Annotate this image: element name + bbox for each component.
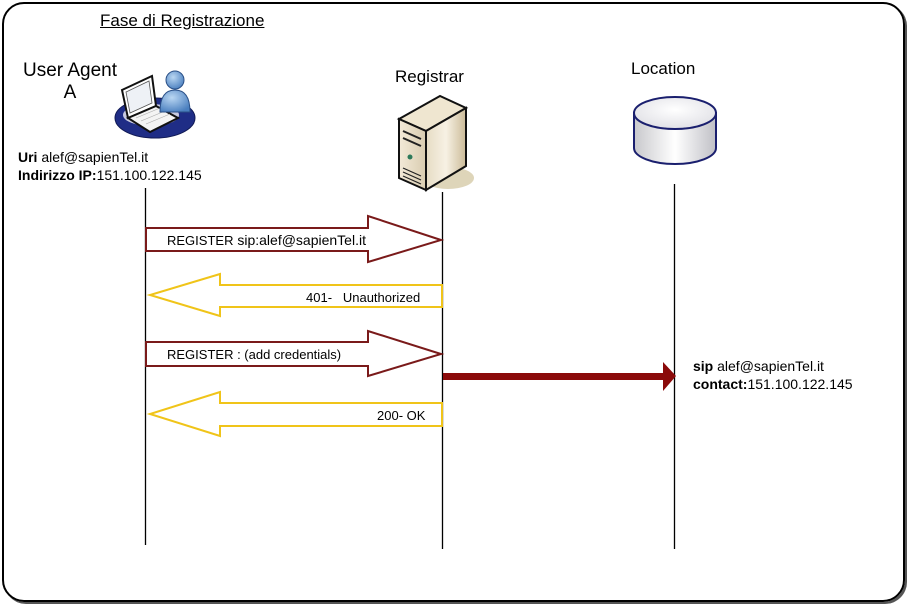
user-agent-label-line1: User Agent <box>23 60 117 81</box>
register-prefix: REGISTER <box>167 233 234 248</box>
user-agent-label: User Agent A <box>14 60 126 104</box>
server-icon <box>396 94 474 192</box>
ip-label: Indirizzo IP: <box>18 167 97 183</box>
unauthorized-response-arrow <box>146 272 443 318</box>
registrar-label: Registrar <box>395 67 464 86</box>
uri-value: alef@sapienTel.it <box>41 149 149 165</box>
ok-label: 200- OK <box>377 408 426 423</box>
store-arrow-shaft <box>443 373 665 380</box>
location-info: sip alef@sapienTel.it contact:151.100.12… <box>693 357 853 393</box>
unauthorized-label: 401- Unauthorized <box>306 290 421 305</box>
register-request-arrow <box>145 214 445 264</box>
register-credentials-label: REGISTER : (add credentials) <box>167 347 342 362</box>
contact-value: 151.100.122.145 <box>747 376 853 392</box>
contact-label: contact: <box>693 376 748 392</box>
user-agent-label-line2: A <box>63 82 77 103</box>
diagram-frame <box>2 2 905 602</box>
user-agent-uri: Uri alef@sapienTel.it <box>18 148 202 166</box>
location-label: Location <box>631 59 696 78</box>
sip-value: alef@sapienTel.it <box>717 358 824 374</box>
sip-label: sip <box>693 358 714 374</box>
user-agent-info: Uri alef@sapienTel.it Indirizzo IP:151.1… <box>18 148 202 184</box>
location-sip: sip alef@sapienTel.it <box>693 357 853 375</box>
database-icon <box>633 96 717 165</box>
ip-value: 151.100.122.145 <box>96 167 202 183</box>
store-arrow-head <box>663 362 676 391</box>
ok-response-arrow <box>146 390 443 438</box>
register-credentials-arrow <box>145 329 445 378</box>
diagram-title: Fase di Registrazione <box>100 11 265 30</box>
register-target: sip:alef@sapienTel.it <box>233 232 366 248</box>
register-request-label: REGISTER sip:alef@sapienTel.it <box>167 232 366 248</box>
location-contact: contact:151.100.122.145 <box>693 375 853 393</box>
laptop-user-icon <box>114 70 196 139</box>
user-agent-ip: Indirizzo IP:151.100.122.145 <box>18 166 202 184</box>
uri-label: Uri <box>18 149 38 165</box>
